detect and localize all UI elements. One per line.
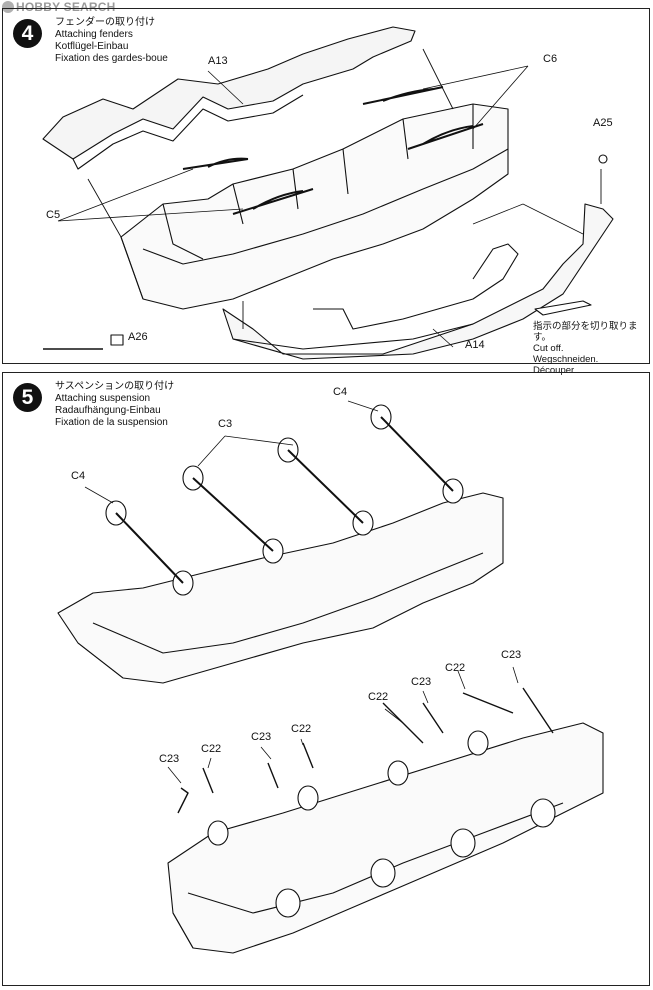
cut-note-en: Cut off. — [533, 343, 564, 354]
label-c22-c: C22 — [368, 691, 389, 703]
label-c4-top: C4 — [333, 386, 348, 398]
label-c23-d: C23 — [501, 649, 522, 661]
label-c23-c: C23 — [411, 676, 432, 688]
label-a26: A26 — [128, 331, 148, 343]
label-a13: A13 — [208, 55, 228, 67]
label-c23-b: C23 — [251, 731, 272, 743]
title-en: Attaching suspension — [55, 393, 151, 404]
cut-note-jp: 指示の部分を切り取ります。 — [533, 321, 638, 343]
suspension-assembly-drawing — [57, 400, 604, 954]
cut-note-fr: Découper. — [533, 365, 577, 376]
watermark-logo: HOBBY SEARCH — [2, 0, 116, 14]
label-a25: A25 — [593, 117, 613, 129]
title-jp: サスペンションの取り付け — [55, 381, 175, 392]
cut-instruction: 指示の部分を切り取ります。 Cut off. Wegschneiden. Déc… — [533, 321, 649, 376]
label-c3: C3 — [218, 418, 233, 430]
watermark-text: HOBBY SEARCH — [16, 0, 116, 14]
label-a14: A14 — [465, 339, 485, 351]
title-de: Radaufhängung-Einbau — [55, 405, 161, 416]
label-c22-a: C22 — [201, 743, 222, 755]
step-titles: サスペンションの取り付け Attaching suspension Radauf… — [55, 381, 174, 429]
fender-assembly-drawing — [42, 26, 614, 360]
label-c6: C6 — [543, 53, 558, 65]
title-fr: Fixation de la suspension — [55, 417, 168, 428]
label-c22-b: C22 — [291, 723, 312, 735]
label-c22-d: C22 — [445, 662, 466, 674]
label-c5: C5 — [46, 209, 61, 221]
step-number: 5 — [13, 383, 42, 412]
step-titles: フェンダーの取り付け Attaching fenders Kotflügel-E… — [55, 17, 168, 65]
logo-icon — [2, 1, 14, 13]
title-jp: フェンダーの取り付け — [55, 17, 155, 28]
label-c4-left: C4 — [71, 470, 86, 482]
title-de: Kotflügel-Einbau — [55, 41, 129, 52]
step-number: 4 — [13, 19, 42, 48]
label-c23-a: C23 — [159, 753, 180, 765]
title-fr: Fixation des gardes-boue — [55, 53, 168, 64]
cut-note-de: Wegschneiden. — [533, 354, 599, 365]
title-en: Attaching fenders — [55, 29, 133, 40]
step-4-panel: 4 フェンダーの取り付け Attaching fenders Kotflügel… — [2, 8, 650, 376]
step-5-panel: 5 サスペンションの取り付け Attaching suspension Rada… — [2, 372, 650, 986]
